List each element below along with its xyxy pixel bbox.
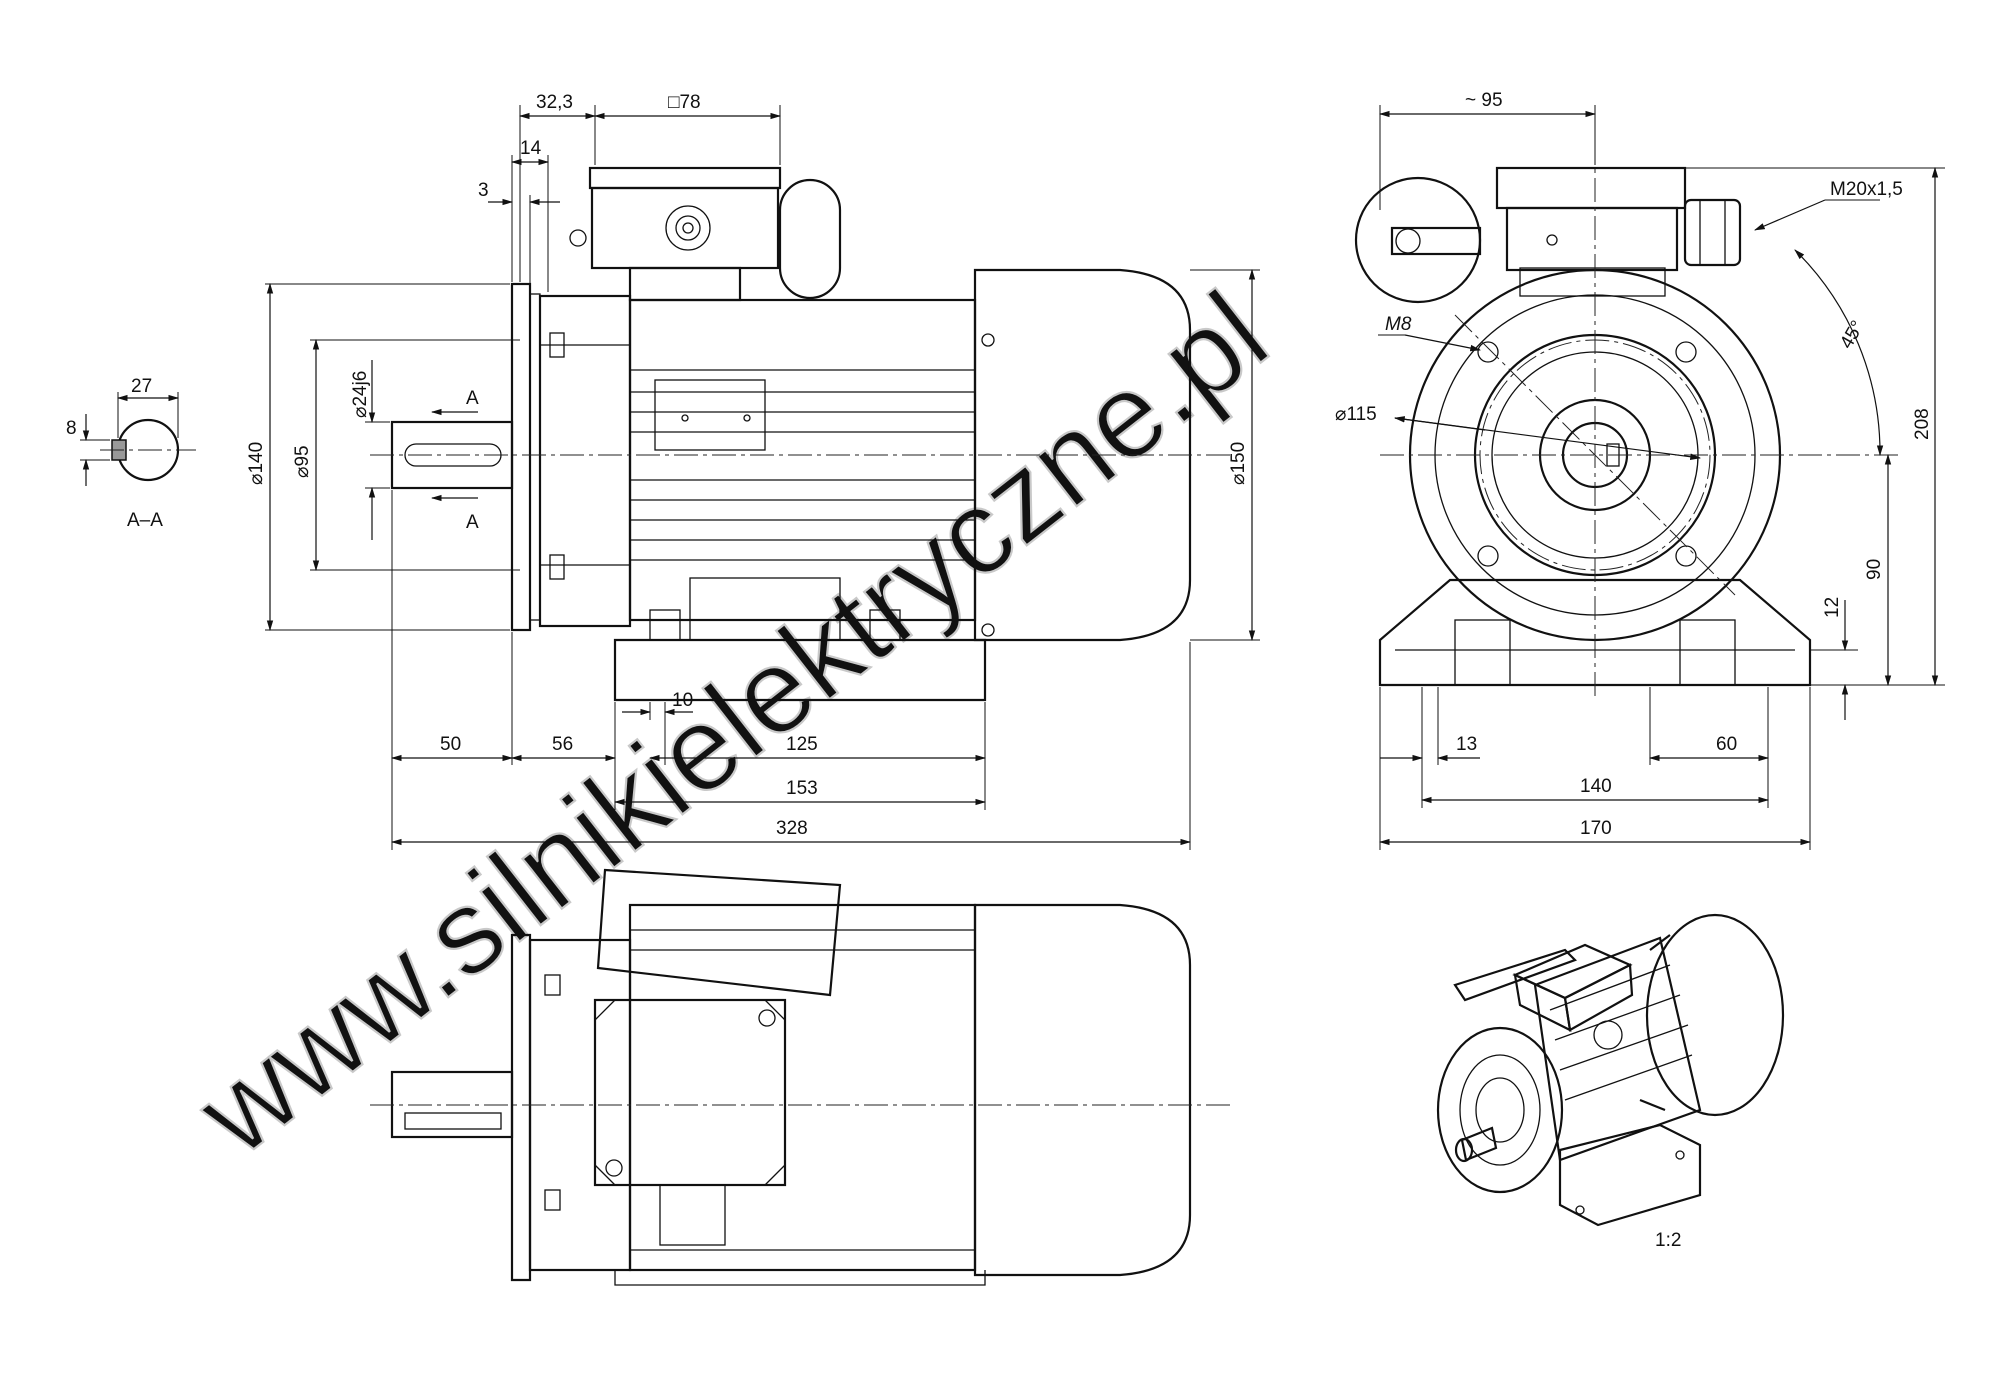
- spigot-dia-label: ⌀95: [292, 445, 313, 478]
- shaft-height-label: 90: [1864, 559, 1885, 580]
- shaft-dia-label: ⌀24j6: [350, 371, 371, 418]
- foot-hole-spacing-label: 140: [1580, 776, 1612, 797]
- angle-label: 45°: [1836, 317, 1869, 352]
- end-view: ~ 95 M20x1,5 M8 ⌀115 45° 208 90 12: [1335, 90, 1945, 850]
- terminal-box-label: □78: [668, 92, 701, 113]
- box-width-label: ~ 95: [1465, 90, 1503, 111]
- cut-marker-bottom: A: [466, 512, 479, 533]
- scale-label: 1:2: [1655, 1230, 1681, 1251]
- key-height-label: 8: [66, 418, 77, 439]
- top-view: [370, 868, 1235, 1286]
- motor-dia-label: ⌀150: [1228, 442, 1249, 485]
- bolt-label: M8: [1385, 314, 1412, 335]
- cut-marker-top: A: [466, 388, 479, 409]
- shaft-length-label: 50: [440, 734, 461, 755]
- flange-dia-label: ⌀140: [246, 442, 267, 485]
- foot-spacing-label: 125: [786, 734, 818, 755]
- foot-length-label: 153: [786, 778, 818, 799]
- section-a-a: 27 8 A–A: [66, 376, 196, 531]
- total-height-label: 208: [1912, 408, 1933, 440]
- foot-hole-label: 10: [672, 690, 693, 711]
- base-width-label: 170: [1580, 818, 1612, 839]
- key-width-label: 27: [131, 376, 152, 397]
- flange-to-foot-label: 56: [552, 734, 573, 755]
- total-length-label: 328: [776, 818, 808, 839]
- foot-width-label: 60: [1716, 734, 1737, 755]
- side-view: A A ⌀140 ⌀95 ⌀24j6 ⌀150 32,3 □78 14: [246, 92, 1260, 850]
- spigot-label: 3: [478, 180, 489, 201]
- bolt-circle-label: ⌀115: [1335, 404, 1377, 425]
- flange-offset-label: 14: [520, 138, 542, 159]
- watermark: www.silnikielektryczne.pl: [173, 266, 1292, 1181]
- isometric-view: 1:2: [1436, 913, 1785, 1251]
- foot-hole-dia-label: 13: [1456, 734, 1477, 755]
- terminal-offset-label: 32,3: [536, 92, 573, 113]
- gland-label: M20x1,5: [1830, 179, 1903, 200]
- foot-thickness-label: 12: [1822, 597, 1843, 618]
- section-label: A–A: [127, 510, 163, 531]
